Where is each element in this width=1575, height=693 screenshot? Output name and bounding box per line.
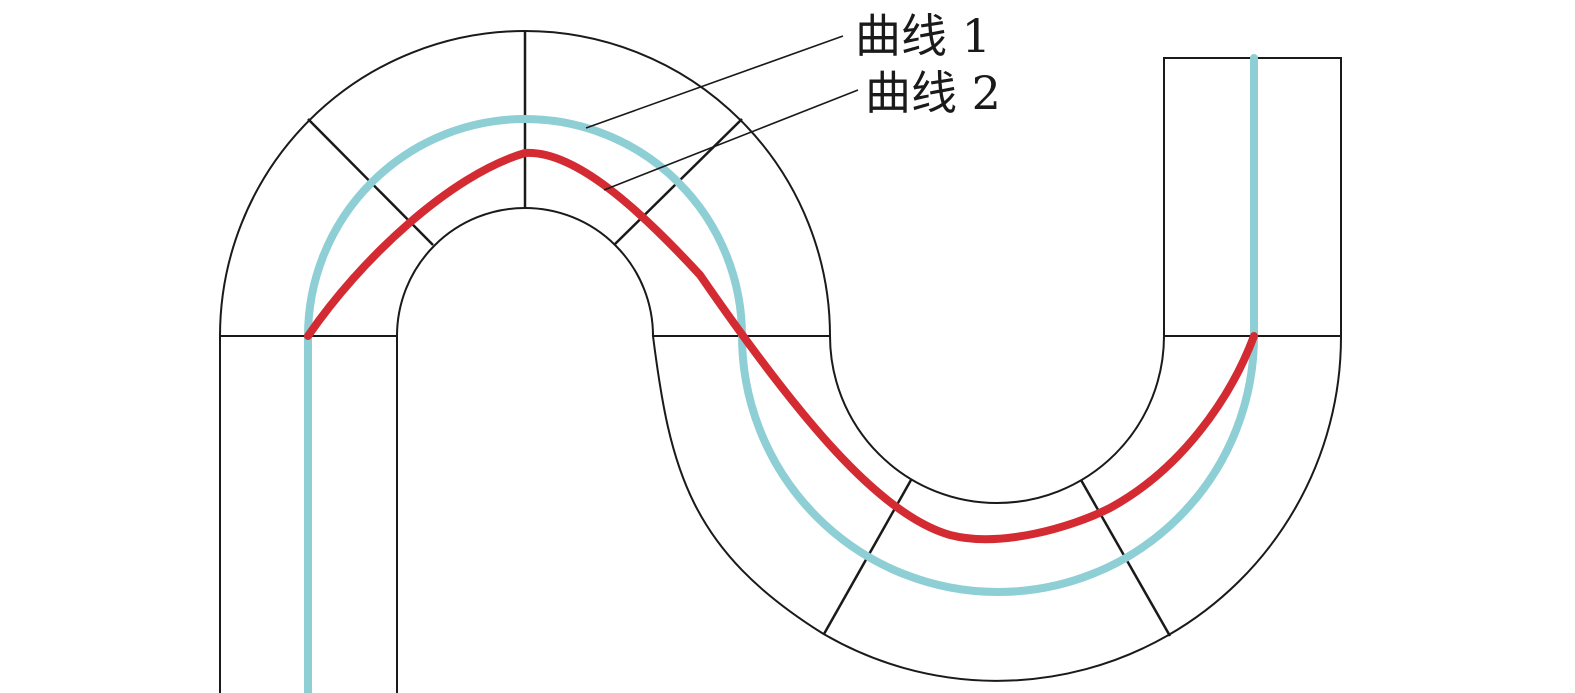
pipe-outline [218,30,1343,693]
right-straight-box [1163,57,1342,337]
lower-bend-inner-arc [828,334,1166,504]
upper-bend-inner-arc [395,207,655,338]
curve-2-leader-line [603,89,859,191]
curve-2 [304,148,1258,544]
curve-1 [304,54,1258,693]
lower-bend-outer-arc [651,334,1343,682]
curve-1-label: 曲线 1 [855,9,991,63]
curve-1-leader-line [585,35,844,129]
curve-2-label: 曲线 2 [865,66,1001,120]
